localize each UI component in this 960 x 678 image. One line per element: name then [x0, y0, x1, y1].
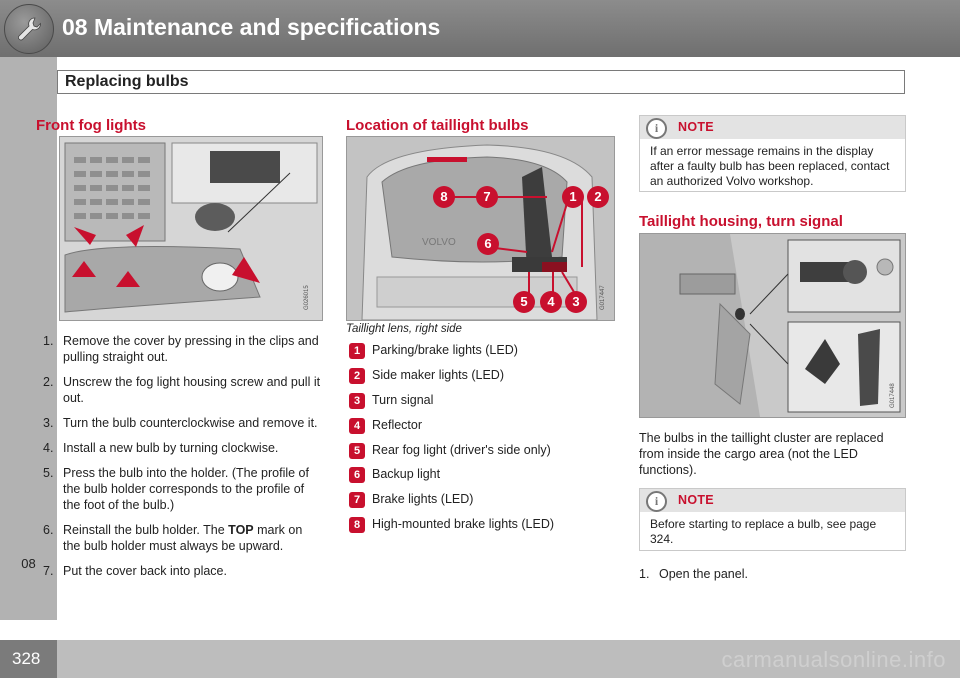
- chapter-tab-label: 08: [21, 556, 36, 571]
- fog-light-illustration: [60, 137, 322, 320]
- note-text: Before starting to replace a bulb, see p…: [650, 517, 877, 546]
- taillight-figure: VOLVO 8 7 1 2 6 5 4 3: [346, 136, 615, 321]
- note-box-before-starting: i NOTE Before starting to replace a bulb…: [639, 488, 906, 551]
- housing-figure-code: G017448: [890, 383, 896, 408]
- note-header: i NOTE: [640, 489, 905, 512]
- list-item: 6.Reinstall the bulb holder. The TOP mar…: [43, 523, 303, 553]
- section-title: Replacing bulbs: [65, 73, 189, 90]
- callout-7: 7: [476, 186, 498, 208]
- callout-8: 8: [433, 186, 455, 208]
- page-footer: 328 carmanualsonline.info: [0, 640, 960, 678]
- wrench-icon: [4, 4, 54, 54]
- callout-5: 5: [513, 291, 535, 313]
- list-item: 4.Install a new bulb by turning clockwis…: [43, 441, 279, 455]
- note-box-error-message: i NOTE If an error message remains in th…: [639, 115, 906, 192]
- taillight-housing-figure: [639, 233, 906, 418]
- info-icon: i: [646, 118, 667, 139]
- list-item: 5.Press the bulb into the holder. (The p…: [43, 466, 309, 512]
- note-header: i NOTE: [640, 116, 905, 139]
- svg-text:VOLVO: VOLVO: [422, 237, 456, 248]
- taillight-paragraph: The bulbs in the taillight cluster are r…: [639, 431, 884, 477]
- taillight-heading: Location of taillight bulbs: [346, 117, 529, 134]
- list-item: 3.Turn the bulb counterclockwise and rem…: [43, 416, 318, 430]
- page-number-tab: 328: [0, 640, 57, 678]
- taillight-illustration: VOLVO: [347, 137, 614, 320]
- list-item: 1.Remove the cover by pressing in the cl…: [43, 334, 319, 364]
- info-icon: i: [646, 491, 667, 512]
- taillight-housing-illustration: [640, 234, 905, 417]
- list-item: 2.Unscrew the fog light housing screw an…: [43, 375, 321, 405]
- chapter-tab: 08: [0, 57, 57, 620]
- note-label: NOTE: [678, 493, 714, 507]
- watermark: carmanualsonline.info: [721, 647, 946, 672]
- list-item: 1.Open the panel.: [639, 567, 748, 581]
- chapter-header: 08 Maintenance and specifications: [0, 0, 960, 57]
- callout-1: 1: [562, 186, 584, 208]
- taillight-figure-code: G017447: [600, 285, 606, 310]
- page-number: 328: [12, 649, 41, 668]
- taillight-caption: Taillight lens, right side: [346, 323, 462, 335]
- fog-figure-code-label: G026015: [304, 285, 310, 310]
- callout-4: 4: [540, 291, 562, 313]
- callout-6: 6: [477, 233, 499, 255]
- list-item: 7.Put the cover back into place.: [43, 564, 227, 578]
- note-text: If an error message remains in the displ…: [650, 144, 890, 188]
- callout-3: 3: [565, 291, 587, 313]
- callout-2: 2: [587, 186, 609, 208]
- fog-lights-heading: Front fog lights: [36, 117, 146, 134]
- note-label: NOTE: [678, 120, 714, 134]
- fog-light-figure: [59, 136, 323, 321]
- housing-steps-list: 1.Open the panel.: [639, 566, 904, 591]
- taillight-housing-heading: Taillight housing, turn signal: [639, 213, 843, 230]
- section-header: Replacing bulbs: [57, 70, 905, 94]
- fog-steps-list: 1.Remove the cover by pressing in the cl…: [43, 333, 321, 588]
- chapter-title: 08 Maintenance and specifications: [62, 14, 441, 40]
